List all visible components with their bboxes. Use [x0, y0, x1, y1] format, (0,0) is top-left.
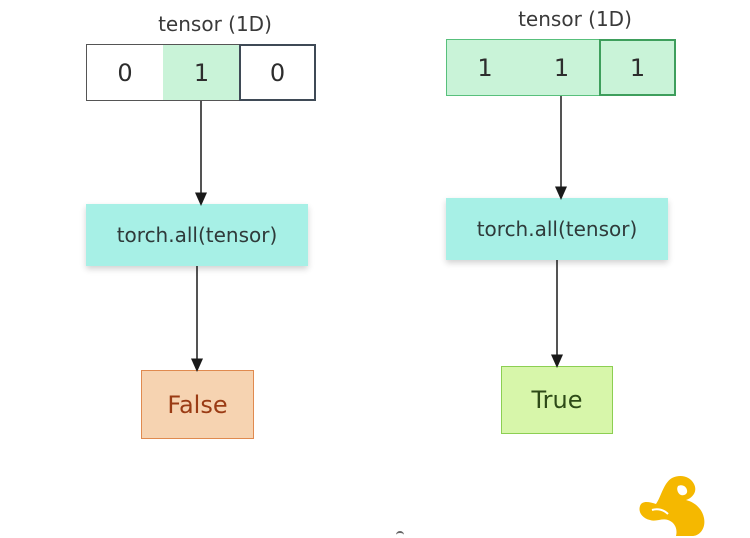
left-tensor-cell: 0 [86, 44, 164, 101]
left-tensor-title: tensor (1D) [158, 12, 272, 36]
right-operation-box: torch.all(tensor) [446, 198, 668, 260]
left-result-box: False [141, 370, 254, 439]
left-operation-box: torch.all(tensor) [86, 204, 308, 266]
right-tensor-title: tensor (1D) [518, 7, 632, 31]
right-tensor-cell: 1 [446, 39, 524, 96]
left-tensor-cell: 1 [163, 44, 240, 101]
yellow-figure-logo-icon [639, 476, 705, 536]
cropped-mark [396, 531, 404, 538]
right-tensor-cell: 1 [599, 39, 676, 96]
left-tensor-cell: 0 [239, 44, 316, 101]
right-tensor-cell: 1 [523, 39, 600, 96]
